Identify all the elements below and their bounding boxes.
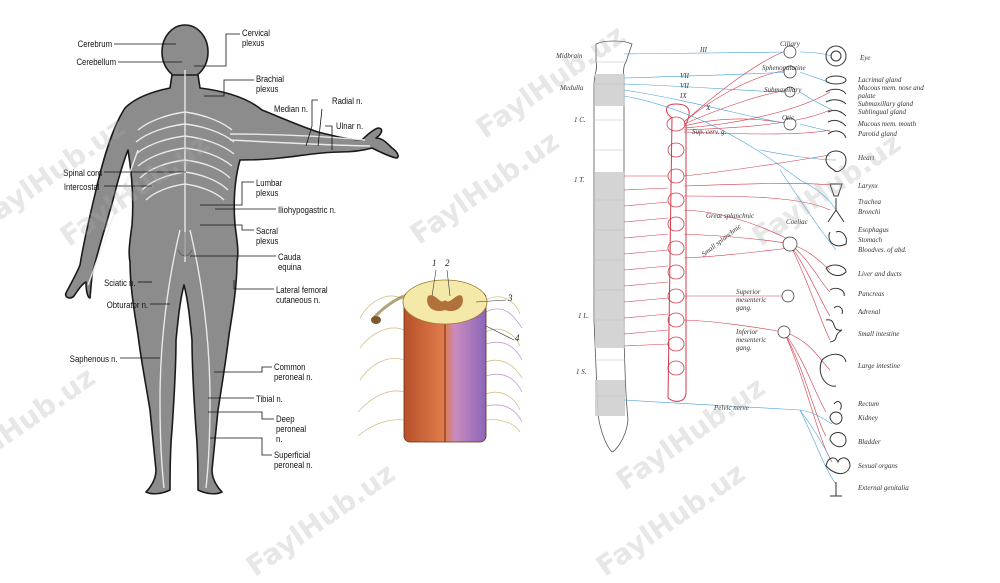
body-leader-lines bbox=[104, 33, 333, 456]
label-cerebellum: Cerebellum bbox=[76, 57, 116, 67]
label-cn-vii-a: VII bbox=[680, 72, 689, 80]
label-organ-larynx: Larynx bbox=[858, 182, 878, 190]
diagram-canvas bbox=[64, 24, 851, 497]
label-sup-cerv-g: Sup. cerv. g. bbox=[692, 128, 727, 136]
label-otic: Otic bbox=[782, 114, 795, 122]
label-organ-esophagus: Esophagus bbox=[858, 226, 889, 234]
label-pelvic-nerve: Pelvic nerve bbox=[714, 404, 749, 412]
label-cn-ix: IX bbox=[680, 92, 687, 100]
label-coeliac: Coeliac bbox=[786, 218, 808, 226]
label-organ-stomach: Stomach bbox=[858, 236, 883, 244]
label-organ-bronchi: Bronchi bbox=[858, 208, 881, 216]
label-organ-adrenal: Adrenal bbox=[858, 308, 881, 316]
cord-number-1: 1 bbox=[432, 258, 437, 268]
label-cn-x: X bbox=[706, 104, 711, 112]
ans-figure bbox=[593, 40, 851, 497]
label-intercostal: Intercostal bbox=[64, 182, 100, 192]
label-superior-mesenteric-gang: Superior mesenteric gang. bbox=[736, 288, 767, 312]
cord-number-3: 3 bbox=[508, 293, 513, 303]
label-lateral-femoral-cutaneous-n: Lateral femoral cutaneous n. bbox=[276, 285, 328, 305]
label-spinal-cord: Spinal cord bbox=[63, 168, 102, 178]
label-organ-heart: Heart bbox=[858, 154, 875, 162]
label-1c: 1 C. bbox=[574, 116, 586, 124]
label-cn-iii: III bbox=[700, 46, 707, 54]
label-organ-mucous-nose: Mucous mem. nose and palate bbox=[858, 84, 924, 100]
body-silhouette bbox=[64, 74, 399, 495]
label-organ-parotid-gland: Parotid gland bbox=[858, 130, 897, 138]
label-median-n: Median n. bbox=[274, 104, 308, 114]
label-brachial-plexus: Brachial plexus bbox=[256, 74, 284, 94]
label-organ-submaxillary-gland: Submaxillary gland bbox=[858, 100, 914, 108]
label-cauda-equina: Cauda equina bbox=[278, 252, 302, 272]
cord-number-4: 4 bbox=[515, 333, 520, 343]
label-organ-large-intestine: Large intestine bbox=[858, 362, 900, 370]
label-deep-peroneal-n: Deep peroneal n. bbox=[276, 414, 307, 444]
label-ciliary: Ciliary bbox=[780, 40, 800, 48]
label-organ-small-intestine: Small intestine bbox=[858, 330, 900, 338]
cord-number-2: 2 bbox=[445, 258, 450, 268]
sympathetic-chain bbox=[666, 103, 690, 402]
label-cerebrum: Cerebrum bbox=[77, 39, 112, 49]
label-sacral-plexus: Sacral plexus bbox=[256, 226, 279, 246]
label-organ-pancreas: Pancreas bbox=[858, 290, 885, 298]
label-organ-lacrimal-gland: Lacrimal gland bbox=[858, 76, 902, 84]
label-cervical-plexus: Cervical plexus bbox=[242, 28, 270, 48]
label-sciatic-n: Sciatic n. bbox=[104, 278, 136, 288]
label-organ-liver-ducts: Liver and ducts bbox=[858, 270, 902, 278]
label-organ-kidney: Kidney bbox=[858, 414, 878, 422]
label-midbrain: Midbrain bbox=[556, 52, 583, 60]
body-figure bbox=[64, 24, 399, 495]
label-obturator-n: Obturator n. bbox=[106, 300, 148, 310]
label-organ-trachea: Trachea bbox=[858, 198, 881, 206]
label-1s: 1 S. bbox=[576, 368, 587, 376]
label-ulnar-n: Ulnar n. bbox=[336, 121, 364, 131]
label-great-splanchnic: Great splanchnic bbox=[706, 212, 755, 220]
label-saphenous-n: Saphenous n. bbox=[70, 354, 118, 364]
label-1l: 1 L. bbox=[578, 312, 589, 320]
label-inferior-mesenteric-gang: Inferior mesenteric gang. bbox=[736, 328, 767, 352]
label-cn-vii-b: VII bbox=[680, 82, 689, 90]
label-common-peroneal-n: Common peroneal n. bbox=[274, 362, 313, 382]
label-submaxillary: Submaxillary bbox=[764, 86, 802, 94]
label-1t: 1 T. bbox=[574, 176, 585, 184]
label-medulla: Medulla bbox=[560, 84, 584, 92]
spinal-cord-figure bbox=[357, 269, 523, 443]
label-organ-external-genitalia: External genitalia bbox=[858, 484, 909, 492]
label-iliohypogastric-n: Iliohypogastric n. bbox=[278, 205, 337, 215]
label-organ-rectum: Rectum bbox=[858, 400, 879, 408]
label-lumbar-plexus: Lumbar plexus bbox=[256, 178, 283, 198]
label-organ-sexual-organs: Sexual organs bbox=[858, 462, 898, 470]
label-radial-n: Radial n. bbox=[332, 96, 363, 106]
label-superficial-peroneal-n: Superficial peroneal n. bbox=[274, 450, 313, 470]
label-organ-sublingual-gland: Sublingual gland bbox=[858, 108, 907, 116]
label-organ-bloodves-abd: Bloodves. of abd. bbox=[858, 246, 907, 254]
label-organ-bladder: Bladder bbox=[858, 438, 881, 446]
label-organ-mucous-mouth: Mucous mem. mouth bbox=[858, 120, 917, 128]
label-organ-eye: Eye bbox=[860, 54, 871, 62]
label-tibial-n: Tibial n. bbox=[256, 394, 283, 404]
label-sphenopalatine: Sphenopalatine bbox=[762, 64, 806, 72]
